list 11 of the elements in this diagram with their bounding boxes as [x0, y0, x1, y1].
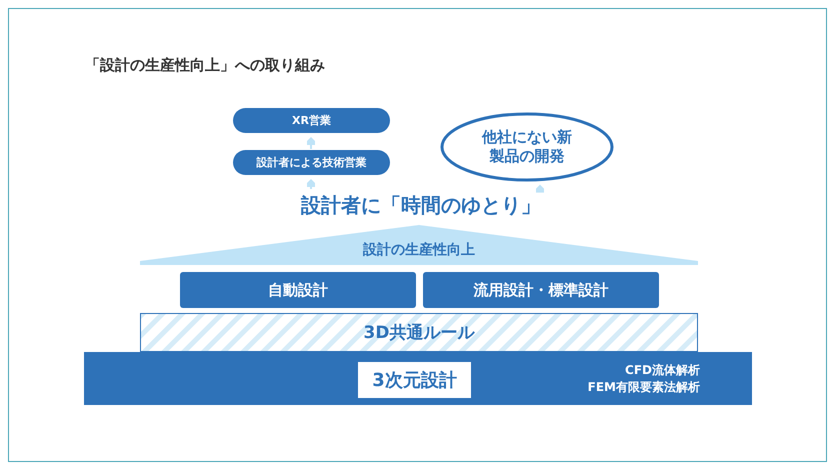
hatched-band: 3D共通ルール [140, 313, 698, 352]
process-box: 流用設計・標準設計 [423, 272, 659, 308]
heading-text: 設計者に「時間のゆとり」 [298, 190, 544, 220]
pill-box: XR営業 [233, 108, 390, 133]
base-bar: 3次元設計 CFD流体解析 FEM有限要素法解析 [84, 352, 752, 405]
pill-box: 設計者による技術営業 [233, 150, 390, 175]
oval-box: 他社にない新製品の開発 [440, 112, 614, 182]
roof-band: 設計の生産性向上 [140, 225, 698, 265]
title: 「設計の生産性向上」への取り組み [85, 56, 325, 75]
process-box: 自動設計 [180, 272, 416, 308]
label-box: 3次元設計 [358, 362, 471, 398]
